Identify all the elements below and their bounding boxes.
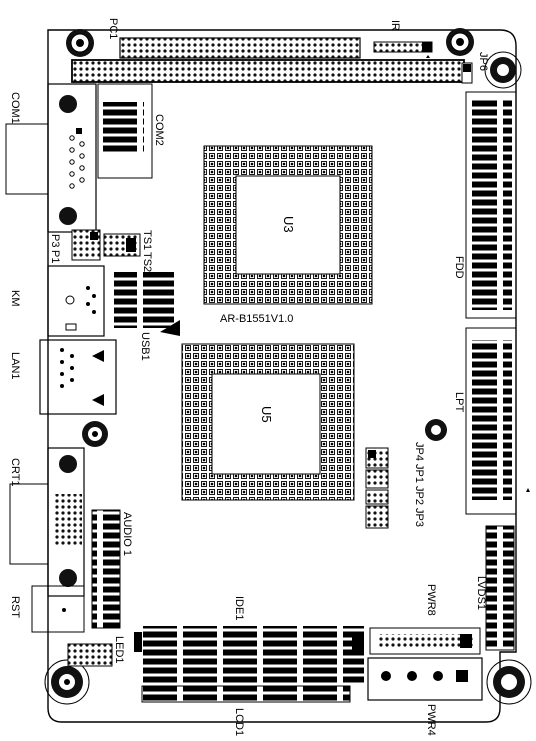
km-connector (47, 265, 105, 337)
label-ir: IR (389, 20, 401, 31)
label-crt1: CRT1 (9, 458, 21, 487)
audio1-header (91, 509, 121, 629)
label-audio1: AUDIO 1 (121, 512, 133, 556)
jp6-jumper (461, 62, 473, 84)
label-pwr4: PWR4 (425, 704, 437, 736)
mounting-hole-center (425, 419, 447, 441)
label-ar: AR-B1551V1.0 (220, 313, 293, 325)
mounting-hole-mid (82, 421, 108, 447)
label-lvds1: LVDS1 (475, 576, 487, 610)
ide1-connector (138, 626, 364, 684)
jp2-jumper (365, 489, 389, 505)
label-p3: P3 (49, 234, 61, 247)
label-usb1: USB1 (139, 332, 151, 361)
label-jp6: JP6 (477, 52, 489, 71)
lpt-connector (465, 327, 517, 515)
label-rst: RST (9, 596, 21, 618)
lvds1-connector (485, 525, 515, 651)
pc1-header-top (119, 37, 361, 59)
label-lpt: LPT (453, 392, 465, 412)
label-p1: P1 (49, 250, 61, 263)
p3-p1-jumper (71, 229, 101, 261)
label-ts2: TS2 (141, 252, 153, 272)
label-fdd: FDD (453, 256, 465, 279)
mounting-hole-bl (44, 659, 90, 705)
led1-header (67, 643, 113, 667)
jp3-jumper (365, 505, 389, 529)
label-pwr8: PWR8 (425, 584, 437, 616)
label-pc1: PC1 (107, 18, 119, 39)
label-led1: LED1 (113, 636, 125, 664)
mounting-hole-tl (66, 29, 94, 57)
usb1-header (114, 272, 174, 328)
label-ts1: TS1 (141, 230, 153, 250)
label-com1: COM1 (9, 92, 21, 124)
label-jp4: JP4 (413, 442, 425, 461)
label-u3: U3 (281, 216, 296, 233)
label-jp2: JP2 (413, 486, 425, 505)
label-jp3: JP3 (413, 508, 425, 527)
label-ide1: IDE1 (233, 596, 245, 620)
label-lcd1: LCD1 (233, 708, 245, 736)
mounting-hole-br (486, 659, 532, 705)
mounting-hole-tr2 (484, 51, 522, 89)
fdd-connector (465, 91, 517, 319)
mounting-hole-tr1 (446, 28, 474, 56)
label-lan1: LAN1 (9, 352, 21, 380)
label-com2: COM2 (153, 114, 165, 146)
lcd1-connector (141, 685, 351, 703)
pc1-header-bottom (71, 59, 465, 83)
rst-switch (31, 585, 85, 633)
label-u5: U5 (259, 406, 274, 423)
pcb-outline (47, 29, 517, 723)
label-km: KM (9, 290, 21, 307)
lan1-connector (39, 339, 117, 415)
jp1-jumper (365, 469, 389, 489)
com2-header (97, 83, 153, 179)
label-jp1: JP1 (413, 464, 425, 483)
com1-pins (69, 135, 85, 189)
